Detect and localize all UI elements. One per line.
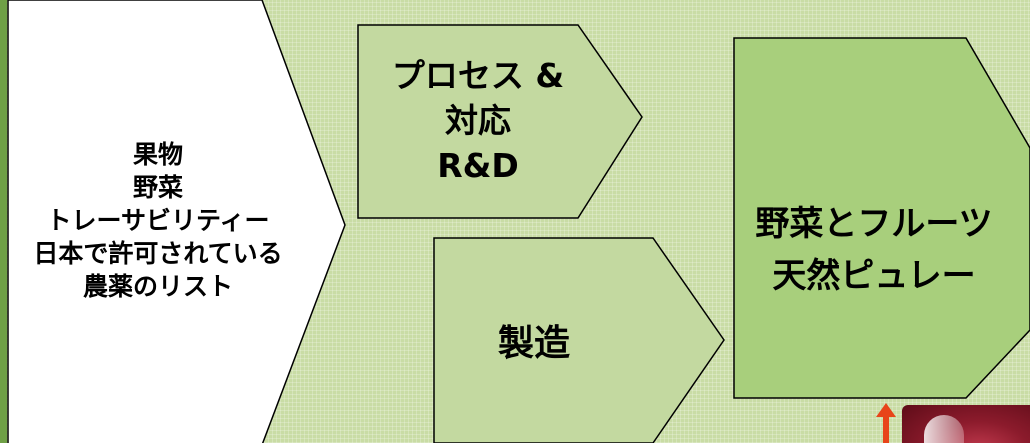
left-accent-band [0,0,7,443]
product-photo [902,405,1030,443]
output-box-text: 野菜とフルーツ 天然ピュレー [734,190,1014,310]
input-line-pesticide-list: 農薬のリスト [82,271,233,301]
output-line-natural-puree: 天然ピュレー [772,256,976,296]
manufacturing-label: 製造 [497,323,570,364]
manufacturing-box-text: 製造 [434,300,634,380]
input-line-vegetables: 野菜 [132,172,183,202]
rd-chevron [357,24,643,219]
rd-line-process: プロセス & [391,56,565,95]
output-chevron [733,37,1030,399]
up-arrow-icon [876,403,896,443]
rd-line-rnd: R&D [437,146,519,185]
output-line-veg-fruit: 野菜とフルーツ [755,204,993,244]
input-chevron [7,0,346,443]
input-line-approved-in-japan: 日本で許可されている [33,238,283,268]
rd-line-response: 対応 [445,101,511,140]
photo-highlight [924,415,964,443]
input-box-text: 果物 野菜 トレーサビリティー 日本で許可されている 農薬のリスト [8,110,308,330]
manufacturing-chevron [433,237,725,443]
input-line-fruit: 果物 [132,139,183,169]
rd-box-text: プロセス & 対応 R&D [358,48,598,193]
input-line-traceability: トレーサビリティー [46,205,270,235]
